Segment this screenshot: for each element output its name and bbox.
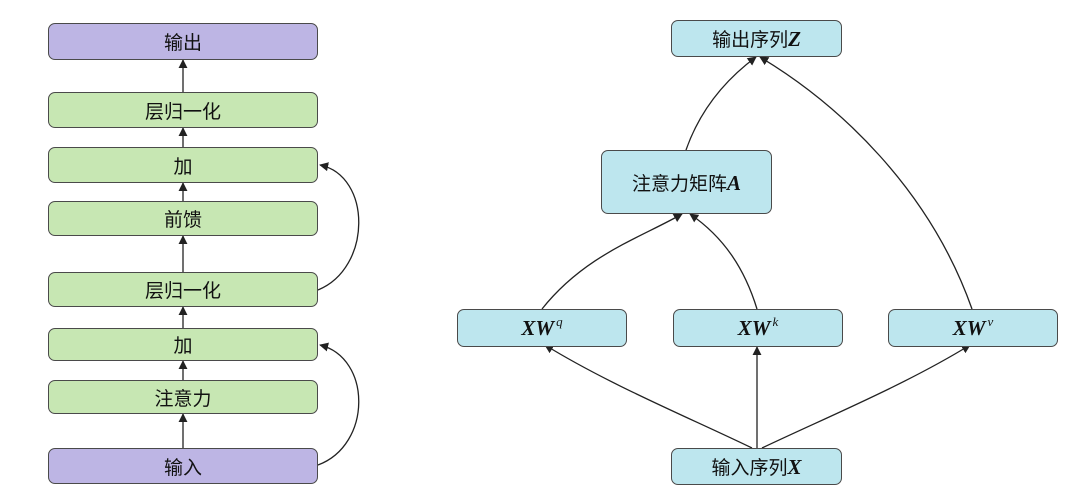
arrow-matrix-to-output bbox=[685, 56, 757, 151]
layer-norm-top-box: 层归一化 bbox=[48, 92, 318, 128]
layer-norm-top-label: 层归一化 bbox=[144, 100, 221, 123]
feed-forward-label: 前馈 bbox=[163, 209, 202, 231]
arrow-key-to-matrix bbox=[689, 213, 758, 310]
query-projection-sup: q bbox=[556, 313, 563, 329]
output-box: 输出 bbox=[48, 23, 318, 60]
output-sequence-symbol: Z bbox=[788, 27, 801, 51]
attention-matrix-box: 注意力矩阵 A bbox=[601, 150, 772, 214]
key-projection-box: XW k bbox=[673, 309, 843, 347]
residual-input-to-add bbox=[317, 342, 360, 466]
output-sequence-label: 输出序列 bbox=[712, 29, 789, 51]
input-label: 输入 bbox=[163, 456, 202, 479]
value-projection-box: XW v bbox=[888, 309, 1058, 347]
attention-label: 注意力 bbox=[154, 387, 212, 410]
value-projection-base: XW bbox=[952, 315, 986, 340]
add-bottom-box: 加 bbox=[48, 328, 318, 361]
add-top-box: 加 bbox=[48, 147, 318, 183]
attention-matrix-symbol: A bbox=[727, 170, 742, 195]
arrow-query-to-matrix bbox=[541, 213, 683, 310]
arrow-value-to-output bbox=[759, 56, 973, 310]
layer-norm-mid-label: 层归一化 bbox=[144, 280, 221, 302]
key-projection-sup: k bbox=[772, 313, 779, 329]
output-sequence-box: 输出序列 Z bbox=[671, 20, 842, 57]
arrow-input-to-query bbox=[544, 344, 753, 449]
output-label: 输出 bbox=[163, 32, 202, 54]
arrow-input-to-value bbox=[761, 344, 971, 449]
input-sequence-box: 输入序列 X bbox=[671, 448, 842, 485]
residual-norm-to-add bbox=[317, 162, 360, 291]
key-projection-base: XW bbox=[737, 315, 771, 340]
add-top-label: 加 bbox=[173, 155, 193, 178]
feed-forward-box: 前馈 bbox=[48, 201, 318, 236]
attention-box: 注意力 bbox=[48, 380, 318, 414]
input-sequence-symbol: X bbox=[787, 455, 802, 479]
value-projection-sup: v bbox=[987, 313, 994, 329]
query-projection-box: XW q bbox=[457, 309, 627, 347]
add-bottom-label: 加 bbox=[173, 335, 193, 357]
input-box: 输入 bbox=[48, 448, 318, 484]
attention-matrix-label: 注意力矩阵 bbox=[631, 172, 727, 195]
input-sequence-label: 输入序列 bbox=[711, 457, 788, 479]
layer-norm-mid-box: 层归一化 bbox=[48, 272, 318, 307]
query-projection-base: XW bbox=[521, 315, 555, 340]
